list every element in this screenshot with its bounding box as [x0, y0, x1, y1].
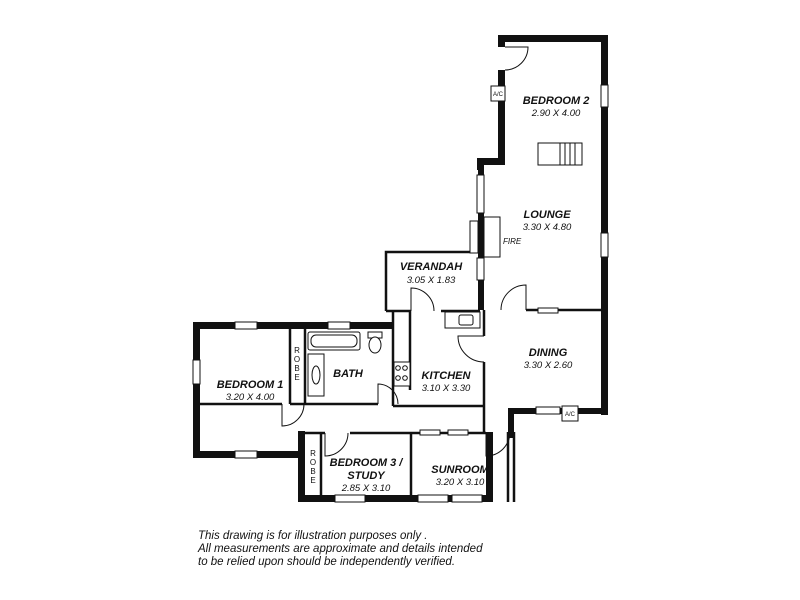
disclaimer-line-1: This drawing is for illustration purpose… — [198, 530, 428, 542]
room-dims-sunroom: 3.20 X 3.10 — [436, 477, 485, 488]
room-name-lounge: LOUNGE — [523, 209, 571, 221]
doors — [281, 46, 529, 457]
room-dims-lounge: 3.30 X 4.80 — [523, 222, 572, 233]
robe-1-letter-b: B — [294, 364, 299, 373]
ac-label-1: A/C — [493, 92, 504, 98]
room-name-bedroom-3: BEDROOM 3 / — [330, 457, 405, 469]
room-name-dining: DINING — [529, 347, 568, 359]
room-name-bath: BATH — [333, 368, 364, 380]
robe-2-letter-r: R — [310, 449, 316, 458]
fixtures — [307, 85, 583, 422]
disclaimer: This drawing is for illustration purpose… — [198, 530, 558, 569]
robe-2-letter-e: E — [310, 476, 315, 485]
robe-1-letter-e: E — [294, 373, 299, 382]
robe-2-letter-b: B — [310, 467, 315, 476]
room-name-bedroom-2: BEDROOM 2 — [523, 95, 590, 107]
room-dims-dining: 3.30 X 2.60 — [524, 360, 573, 371]
room-dims-verandah: 3.05 X 1.83 — [407, 275, 456, 286]
robe-1-letter-o: O — [294, 355, 300, 364]
room-name-kitchen: KITCHEN — [422, 370, 472, 382]
room-name-verandah: VERANDAH — [400, 261, 463, 273]
ac-label-2: A/C — [565, 412, 576, 418]
ac-unit-icon — [490, 85, 506, 102]
room-name-bedroom-1: BEDROOM 1 — [217, 379, 284, 391]
disclaimer-line-3: to be relied upon should be independentl… — [198, 556, 456, 568]
fire-label: FIRE — [503, 237, 522, 246]
disclaimer-line-2: All measurements are approximate and det… — [198, 543, 483, 555]
stove-icon — [393, 361, 411, 387]
room-labels: BEDROOM 2 2.90 X 4.00 LOUNGE 3.30 X 4.80… — [217, 92, 590, 494]
robe-1-letter-r: R — [294, 346, 300, 355]
robe-2-letter-o: O — [310, 458, 316, 467]
room-dims-kitchen: 3.10 X 3.30 — [422, 383, 471, 394]
room-name-sunroom: SUNROOM — [431, 464, 489, 476]
room-dims-bedroom-1: 3.20 X 4.00 — [226, 392, 275, 403]
ac-unit-icon-2 — [561, 405, 579, 422]
fireplace-icon — [483, 216, 501, 258]
room-dims-bedroom-2: 2.90 X 4.00 — [531, 108, 581, 119]
room-name-study: STUDY — [347, 470, 386, 482]
room-dims-bedroom-3: 2.85 X 3.10 — [341, 483, 391, 494]
